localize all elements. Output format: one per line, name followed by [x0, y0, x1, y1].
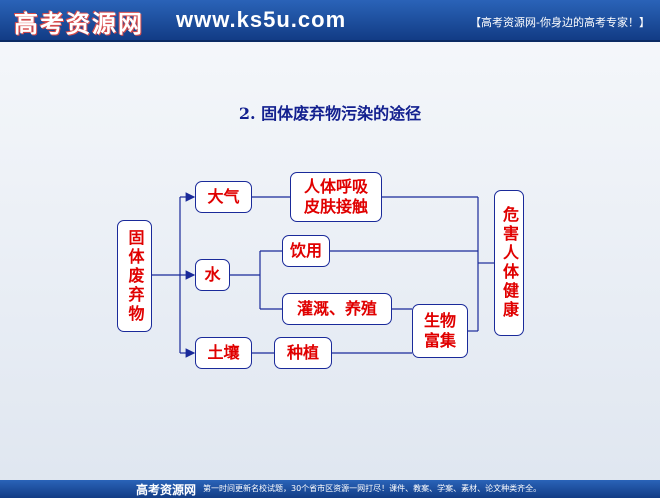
node-solid-waste: 固体废弃物: [117, 220, 152, 332]
node-soil: 土壤: [195, 337, 252, 369]
node-irrigation-farming: 灌溉、养殖: [282, 293, 392, 325]
node-bioaccumulation: 生物 富集: [412, 304, 468, 358]
footer-logo[interactable]: 高考资源网: [136, 483, 197, 497]
footer-text: 第一时间更新名校试题，30个省市区资源一网打尽！课件、教案、学案、素材、论文种类…: [203, 484, 542, 493]
node-harm-human-health: 危害人体健康: [494, 190, 524, 336]
site-slogan: 【高考资源网-你身边的高考专家！】: [470, 16, 650, 29]
slide-title: 2. 固体废弃物污染的途径: [238, 104, 422, 123]
site-logo[interactable]: 高考资源网: [14, 9, 144, 38]
node-drinking: 饮用: [282, 235, 330, 267]
node-air: 大气: [195, 181, 252, 213]
site-url[interactable]: www.ks5u.com: [176, 7, 347, 32]
header-banner: 高考资源网 www.ks5u.com 【高考资源网-你身边的高考专家！】: [0, 0, 660, 42]
footer-banner: 高考资源网 第一时间更新名校试题，30个省市区资源一网打尽！课件、教案、学案、素…: [0, 480, 660, 498]
node-breathing-skin-contact: 人体呼吸 皮肤接触: [290, 172, 382, 222]
node-planting: 种植: [274, 337, 332, 369]
node-water: 水: [195, 259, 230, 291]
